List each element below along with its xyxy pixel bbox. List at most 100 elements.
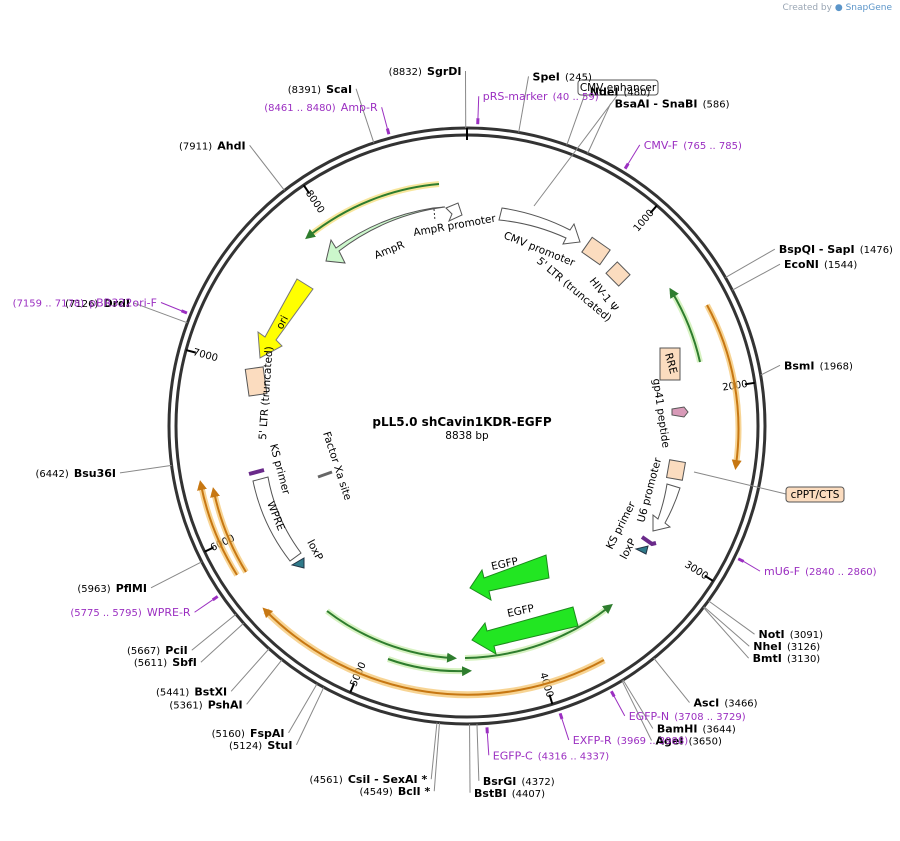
primer-label: EGFP-C (4316 .. 4337): [493, 744, 609, 763]
site-position: (5160): [212, 729, 245, 740]
site-leader: [622, 679, 654, 729]
tick-label: 1000: [632, 208, 657, 234]
feature-label-egfp-bottom: EGFP: [506, 603, 535, 620]
site-leader: [433, 722, 440, 792]
tick-label: 8000: [303, 188, 326, 215]
site-leader: [246, 659, 283, 705]
site-position: (4561): [309, 775, 342, 786]
cmv-enhancer-box: [577, 79, 659, 96]
primer-mark: [737, 557, 745, 563]
primer-mark: [385, 128, 391, 135]
site-leader: [191, 613, 237, 651]
restriction-site-label: (5667) PciI: [127, 639, 188, 658]
site-position: (5963): [77, 584, 110, 595]
restriction-site-label: (5963) PflMI: [77, 577, 147, 596]
tick-mark: [204, 546, 215, 553]
restriction-site-label: NdeI (480): [590, 80, 651, 99]
restriction-site-label: (7911) AhdI: [179, 134, 246, 153]
cmv-enhancer-label: CMV enhancer: [580, 82, 657, 94]
primer-mark: [623, 162, 630, 170]
wpre-shape: [252, 476, 302, 562]
primer-name: EGFP-C: [493, 749, 533, 762]
site-leader: [725, 248, 776, 278]
restriction-site-label: (5361) PshAI: [169, 693, 242, 712]
primer-mark: [211, 595, 219, 602]
site-leader: [288, 683, 318, 734]
primer-leader: [561, 718, 570, 741]
site-leader: [566, 91, 587, 146]
tick-label: 7000: [192, 347, 219, 364]
restriction-site-label: SpeI (245): [533, 65, 592, 84]
site-position: (3130): [787, 654, 820, 665]
site-position: (5441): [156, 687, 189, 698]
feature-shapes: [244, 202, 689, 656]
restriction-site-label: NotI (3091): [759, 623, 824, 642]
factor-xa-shape: [317, 470, 333, 479]
primer-name: pBR322ori-F: [89, 297, 157, 310]
ltr-truncated-top: [581, 236, 611, 266]
primer-leader: [477, 96, 480, 119]
restriction-site-label: (8832) SgrDI: [389, 60, 462, 79]
site-position: (3644): [703, 724, 736, 735]
restriction-site-label: BmtI (3130): [753, 647, 821, 666]
primer-position: (40 .. 59): [553, 92, 599, 103]
cppt-label: cPPT/CTS: [791, 489, 840, 501]
egfp-top-shape: [469, 554, 550, 601]
site-position: (1544): [824, 260, 857, 271]
restriction-site-label: NheI (3126): [753, 635, 820, 654]
feature-label-loxp-left: loxP: [304, 538, 325, 563]
site-name: BamHI: [657, 722, 698, 735]
site-position: (3091): [790, 630, 823, 641]
site-position: (4549): [360, 787, 393, 798]
primer-name: Amp-R: [341, 101, 378, 114]
restriction-site-label: (5160) FspAI: [212, 722, 285, 741]
site-leader: [703, 607, 750, 659]
site-leader: [230, 648, 270, 692]
site-leader: [430, 722, 438, 780]
primer-name: mU6-F: [764, 565, 800, 578]
primer-position: (3969 .. 3988): [617, 736, 689, 747]
site-leader: [732, 263, 781, 291]
site-name: PflMI: [116, 582, 147, 595]
restriction-site-label: BamHI (3644): [657, 717, 736, 736]
restriction-site-label: BsrGI (4372): [483, 770, 555, 789]
site-position: (3466): [724, 699, 757, 710]
site-name: PshAI: [208, 698, 243, 711]
site-leader: [133, 302, 188, 324]
ks-primer-left: [248, 468, 265, 476]
primer-name: pRS-marker: [483, 90, 548, 103]
primer-leader: [194, 599, 214, 613]
feature-label-ampr: AmpR: [373, 239, 407, 262]
primer-position: (2840 .. 2860): [805, 567, 877, 578]
primer-name: EXFP-R: [573, 734, 612, 747]
primer-mark: [180, 309, 188, 315]
feature-label-5ltr-left: 5' LTR (truncated): [257, 346, 276, 440]
ori-shape: [257, 278, 314, 359]
site-name: FspAI: [250, 727, 285, 740]
ampr-shape: [325, 206, 446, 264]
site-name: BstBI: [474, 787, 507, 800]
restriction-site-label: AscI (3466): [694, 692, 758, 711]
restriction-site-label: (5441) BstXI: [156, 680, 227, 699]
feature-label-rre: RRE: [662, 352, 679, 376]
boxed-labels: CMV enhancer cPPT/CTS: [533, 79, 845, 503]
primer-label: EGFP-N (3708 .. 3729): [629, 705, 746, 724]
site-position: (4372): [521, 777, 554, 788]
primer-label: EXFP-R (3969 .. 3988): [573, 729, 688, 748]
u6-promoter-shape: [652, 483, 681, 532]
primer-leader: [743, 561, 761, 572]
credit-brand: SnapGene: [845, 3, 892, 13]
site-name: AgeI: [656, 734, 684, 747]
site-position: (3650): [689, 736, 722, 747]
credit-prefix: Created by: [782, 3, 832, 13]
site-name: AscI: [694, 697, 720, 710]
site-name: BsaAI - SnaBI: [615, 97, 698, 110]
tick-mark: [349, 682, 356, 693]
primer-position: (5775 .. 5795): [70, 608, 142, 619]
loxp-right: [634, 545, 649, 555]
site-name: EcoNI: [784, 258, 819, 271]
ampr-promoter-shape: [445, 202, 463, 222]
site-name: NotI: [759, 628, 785, 641]
primer-label: (7159 .. 7178) pBR322ori-F: [13, 292, 157, 311]
